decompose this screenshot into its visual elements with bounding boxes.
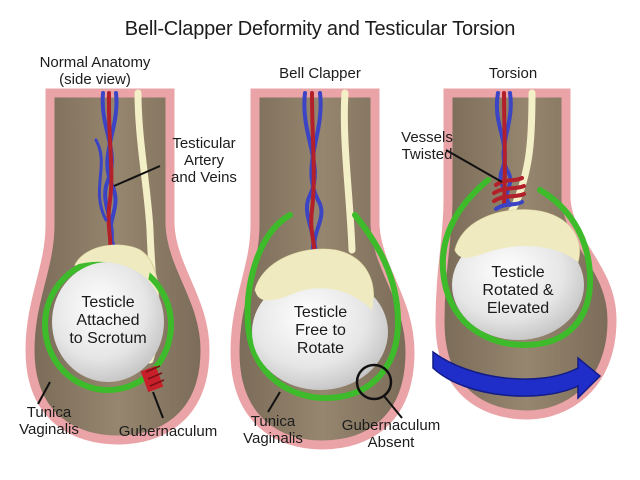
tunica-vaginalis — [439, 177, 594, 349]
label-gubernaculum: Gubernaculum — [118, 423, 218, 440]
diagram-title: Bell-Clapper Deformity and Testicular To… — [124, 18, 516, 40]
label-testicle-free: Testicle Free to Rotate — [293, 304, 348, 357]
panel-normal-anatomy — [25, 88, 210, 445]
vas-deferens — [340, 89, 356, 254]
gubernaculum-leader-line — [383, 395, 403, 419]
gubernaculum-absent-marker — [355, 363, 393, 401]
twisted-vessels — [492, 91, 526, 211]
label-vessels-twisted: Vessels Twisted — [401, 129, 453, 163]
gubernaculum-leader-line — [152, 391, 164, 419]
label-testicular-artery-veins: Testicular Artery and Veins — [171, 135, 237, 186]
label-tunica-vaginalis-bell: Tunica Vaginalis — [243, 413, 303, 447]
testicle — [52, 262, 164, 382]
gubernaculum — [140, 365, 165, 393]
label-testicle-rotated: Testicle Rotated & Elevated — [482, 264, 554, 317]
testicle — [452, 230, 584, 340]
testicular-vessels — [94, 91, 119, 252]
tunica-leader-line — [267, 391, 281, 413]
label-testicle-attached: Testicle Attached to Scrotum — [69, 294, 147, 347]
testicle — [252, 274, 388, 390]
vessel-leader-line — [113, 165, 161, 187]
vessel-leader-line — [445, 149, 503, 183]
panel-torsion — [432, 88, 617, 420]
rotation-arrow — [432, 350, 602, 400]
panel-heading-bell-clapper: Bell Clapper — [279, 65, 361, 82]
label-tunica-vaginalis-normal: Tunica Vaginalis — [19, 404, 79, 438]
tunica-vaginalis — [244, 212, 402, 402]
label-gubernaculum-absent: Gubernaculum Absent — [341, 417, 441, 451]
testicular-vessels — [302, 91, 324, 257]
panel-heading-normal: Normal Anatomy (side view) — [39, 54, 151, 88]
panel-bell-clapper — [230, 88, 415, 450]
tunica-leader-line — [37, 381, 51, 405]
panel-heading-torsion: Torsion — [488, 65, 538, 82]
